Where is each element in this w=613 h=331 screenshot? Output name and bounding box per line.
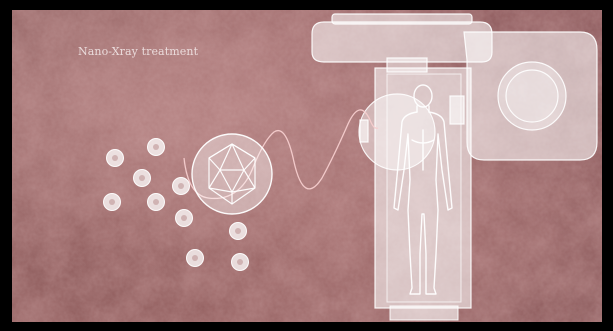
nanoparticle: [230, 223, 247, 240]
nanoparticle: [107, 150, 124, 167]
nanoparticle: [104, 194, 121, 211]
patient-bed: [375, 68, 471, 320]
icosahedron-icon: [192, 134, 272, 214]
nanoparticle: [148, 139, 165, 156]
nanoparticle: [176, 210, 193, 227]
nanoparticle: [148, 194, 165, 211]
animation-scene: Nano-Xray treatment: [12, 10, 602, 322]
treatment-illustration: [12, 10, 602, 322]
nanoparticle: [134, 170, 151, 187]
nanoparticle: [232, 254, 249, 271]
nanoparticle: [173, 178, 190, 195]
nanoparticle: [187, 250, 204, 267]
